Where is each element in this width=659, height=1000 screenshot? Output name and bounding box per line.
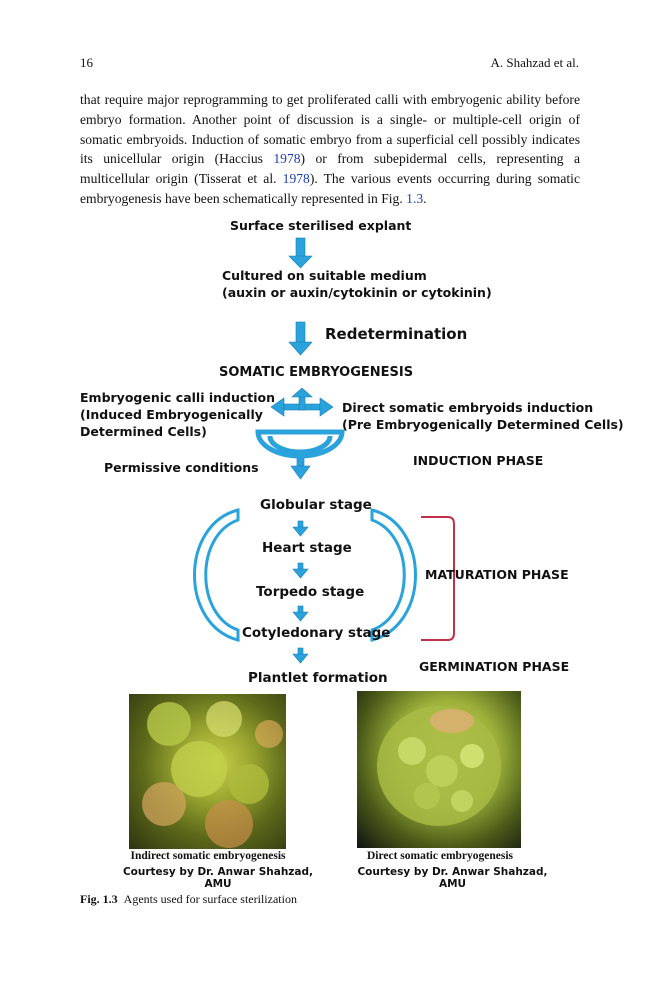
embryoid-image — [377, 706, 501, 826]
maturation-phase: MATURATION PHASE — [425, 567, 569, 582]
right-pre-determined: (Pre Embryogenically Determined Cells) — [342, 417, 624, 432]
heart-stage: Heart stage — [262, 540, 352, 556]
ref-figure[interactable]: 1.3 — [406, 190, 424, 206]
photo-direct-embryogenesis — [357, 691, 521, 848]
cup-icon — [255, 429, 345, 459]
right-bracket-icon — [370, 508, 417, 642]
left-calli-induction: Embryogenic calli induction — [80, 390, 276, 405]
arrow-down-icon — [288, 237, 313, 269]
step-explant: Surface sterilised explant — [230, 218, 412, 233]
body-text-c: ). The various events occurring during s… — [80, 171, 580, 206]
figure-label: Fig. 1.3 — [80, 892, 118, 906]
arrow-down-icon — [292, 647, 309, 664]
step-medium: (auxin or auxin/cytokinin or cytokinin) — [222, 285, 492, 300]
ref-tisserat[interactable]: 1978 — [282, 171, 310, 187]
body-paragraph: that require major reprogramming to get … — [80, 90, 580, 209]
ref-haccius[interactable]: 1978 — [273, 151, 301, 167]
page-number: 16 — [80, 55, 93, 70]
callus-image — [142, 701, 283, 848]
maturation-bracket-icon — [421, 516, 455, 641]
torpedo-stage: Torpedo stage — [256, 584, 365, 600]
permissive-conditions: Permissive conditions — [104, 460, 259, 475]
redetermination-label: Redetermination — [325, 325, 468, 343]
left-determined: Determined Cells) — [80, 424, 207, 439]
body-text-d: . — [423, 190, 427, 206]
globular-stage: Globular stage — [260, 497, 372, 513]
photo-right-credit: Courtesy by Dr. Anwar Shahzad, AMU — [357, 866, 548, 890]
arrow-down-icon — [288, 321, 313, 356]
left-induced: (Induced Embryogenically — [80, 407, 263, 422]
figure-caption: Fig. 1.3 Agents used for surface sterili… — [80, 892, 297, 907]
germination-phase: GERMINATION PHASE — [419, 659, 570, 674]
cotyledonary-stage: Cotyledonary stage — [242, 625, 391, 641]
arrow-down-icon — [292, 520, 309, 537]
somatic-embryogenesis-label: SOMATIC EMBRYOGENESIS — [219, 365, 414, 380]
running-head: A. Shahzad et al. — [490, 55, 579, 70]
body-text-a: that require major reprogramming to get … — [80, 92, 580, 167]
arrow-down-icon — [292, 605, 309, 622]
left-bracket-icon — [193, 508, 240, 642]
arrow-down-icon — [292, 562, 309, 579]
induction-phase: INDUCTION PHASE — [413, 453, 544, 468]
photo-left-credit: Courtesy by Dr. Anwar Shahzad, AMU — [122, 866, 314, 890]
photo-indirect-embryogenesis — [129, 694, 286, 849]
body-text-b: ) or from subepidermal cells, representi… — [80, 151, 580, 187]
plantlet-formation: Plantlet formation — [248, 670, 388, 686]
step-cultured: Cultured on suitable medium — [222, 268, 427, 283]
figure-caption-text: Agents used for surface sterilization — [123, 892, 297, 906]
photo-right-caption: Direct somatic embryogenesis — [366, 850, 514, 862]
four-way-arrow-icon — [270, 387, 334, 417]
right-direct-induction: Direct somatic embryoids induction — [342, 400, 594, 415]
photo-left-caption: Indirect somatic embryogenesis — [130, 850, 286, 862]
